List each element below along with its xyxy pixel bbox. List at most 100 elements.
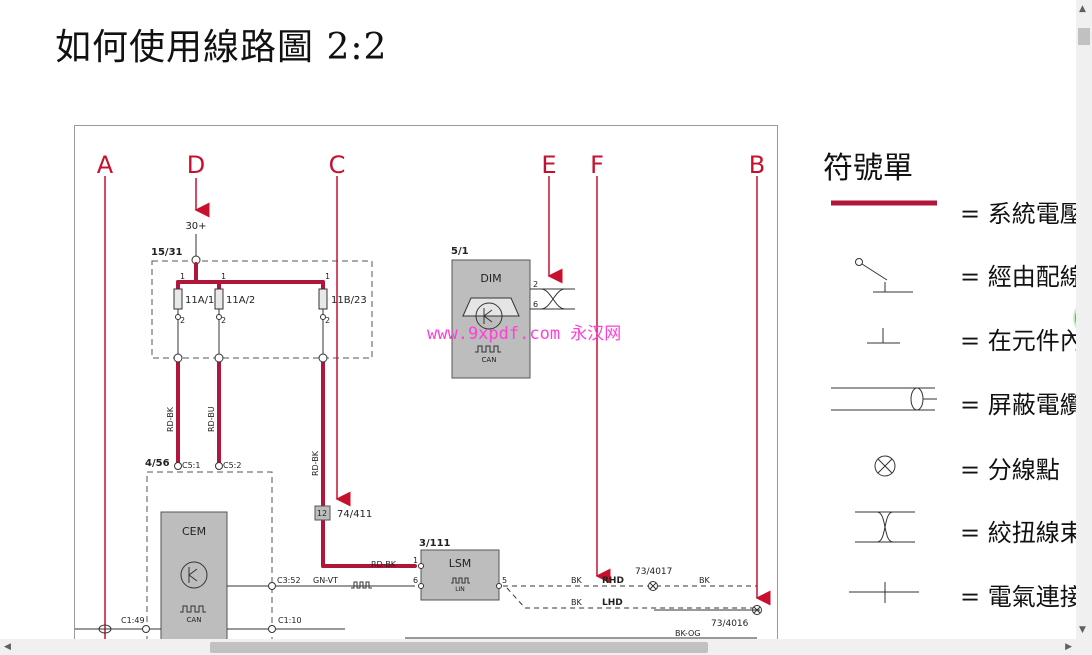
fuse-11a-2-label: 11A/2 bbox=[226, 295, 255, 306]
twisted-pair-icon bbox=[855, 511, 915, 543]
scroll-left-icon[interactable]: ◀ bbox=[4, 642, 11, 652]
cem-can-label: CAN bbox=[187, 616, 202, 624]
cem-enclosure-outline bbox=[146, 471, 273, 641]
wire-rd-bk-label: RD-BK bbox=[166, 406, 175, 432]
lsm-pin-1-label: 1 bbox=[413, 556, 418, 565]
legend-item-system-voltage: = 系統電壓 bbox=[960, 200, 1084, 228]
fuse-box-outline bbox=[151, 260, 373, 359]
horizontal-scroll-thumb[interactable] bbox=[210, 642, 708, 653]
scroll-up-icon[interactable]: ▲ bbox=[1079, 4, 1086, 14]
terminal-3 bbox=[318, 353, 328, 363]
wiring-diagram: A D C E F B 30+ 15/31 bbox=[74, 125, 778, 641]
wire-bk-lhd-label: BK bbox=[571, 598, 582, 607]
legend-item-twisted-pair: = 絞扭線束 bbox=[960, 519, 1084, 547]
rhd-label: RHD bbox=[602, 576, 624, 586]
terminal-c5-1 bbox=[174, 462, 182, 470]
wire-rd-bk-2-label: RD-BK bbox=[311, 450, 320, 476]
pin-c1-10-label: C1:10 bbox=[278, 616, 302, 625]
terminal-2 bbox=[214, 353, 224, 363]
connector-74-411-label: 74/411 bbox=[337, 509, 372, 520]
marker-a: A bbox=[97, 151, 114, 179]
pin-c5-2-label: C5:2 bbox=[223, 461, 241, 470]
lsm-label: LSM bbox=[449, 557, 472, 570]
marker-b: B bbox=[749, 151, 765, 179]
marker-c: C bbox=[329, 151, 346, 179]
terminal-c3-52 bbox=[268, 582, 276, 590]
marker-d: D bbox=[187, 151, 205, 179]
connector-74-411-pin: 12 bbox=[317, 509, 327, 518]
scroll-down-icon[interactable]: ▼ bbox=[1079, 625, 1086, 635]
legend-icons bbox=[831, 200, 937, 603]
dim-module bbox=[451, 259, 531, 379]
splice-point-icon bbox=[874, 455, 896, 477]
fuse-2-pin1: 1 bbox=[221, 272, 226, 281]
terminal-c1-49 bbox=[142, 625, 150, 633]
fuse-11b-23 bbox=[318, 288, 328, 310]
dim-label: DIM bbox=[480, 272, 501, 285]
cem-label: CEM bbox=[182, 525, 206, 538]
marker-e: E bbox=[541, 151, 556, 179]
dim-can-label: CAN bbox=[482, 356, 497, 364]
lsm-lin-signal-icon bbox=[451, 577, 470, 584]
electrical-connection-icon bbox=[849, 582, 919, 603]
vertical-scroll-thumb[interactable] bbox=[1078, 28, 1090, 45]
fuse-11a-1-label: 11A/1 bbox=[185, 295, 214, 306]
legend-item-in-component: = 在元件內 bbox=[960, 327, 1084, 355]
node-5-1-label: 5/1 bbox=[451, 246, 469, 257]
cem-module bbox=[160, 511, 228, 641]
terminal-c5-2 bbox=[215, 462, 223, 470]
node-15-31-label: 15/31 bbox=[151, 247, 183, 258]
shield-ellipse bbox=[98, 624, 112, 634]
lsm-lin-label: LIN bbox=[455, 586, 465, 593]
fuse-11b-23-label: 11B/23 bbox=[331, 295, 367, 306]
connector-74-411 bbox=[314, 505, 331, 521]
wire-gn-vt-label: GN-VT bbox=[313, 576, 338, 585]
splice-73-4016-label: 73/4016 bbox=[711, 619, 749, 629]
fuse-2-pin2: 2 bbox=[221, 316, 226, 325]
lhd-label: LHD bbox=[602, 598, 623, 608]
pin-c5-1-label: C5:1 bbox=[182, 461, 200, 470]
shielded-cable-icon bbox=[831, 387, 937, 411]
splice-cross-icon bbox=[649, 582, 760, 611]
dim-pin-2-label: 2 bbox=[533, 280, 538, 289]
fuse-2-pin bbox=[216, 314, 222, 320]
vertical-scrollbar[interactable]: ▲ ▼ bbox=[1076, 0, 1092, 639]
lhd-wire bbox=[506, 587, 757, 609]
fuse-1-pin bbox=[175, 314, 181, 320]
wire-bk-og-label: BK-OG bbox=[675, 629, 701, 638]
lsm-pin-1 bbox=[418, 563, 424, 569]
legend-item-shielded-cable: = 屏蔽電纜 bbox=[960, 391, 1084, 419]
terminal-c1-10 bbox=[268, 625, 276, 633]
wire-bk-end-label: BK bbox=[699, 576, 710, 585]
lin-signal-icon bbox=[351, 581, 372, 589]
dim-display-icon bbox=[462, 297, 520, 317]
splice-73-4017-label: 73/4017 bbox=[635, 567, 672, 577]
legend-item-splice: = 分線點 bbox=[960, 456, 1060, 484]
fuse-3-pin bbox=[320, 314, 326, 320]
scroll-right-icon[interactable]: ▶ bbox=[1065, 642, 1072, 652]
fuse-11a-2 bbox=[214, 288, 224, 310]
node-3-111-label: 3/111 bbox=[419, 538, 451, 549]
legend-item-switch: = 經由配線 bbox=[960, 263, 1084, 291]
watermark: www.9xpdf.com 永汉网 bbox=[427, 324, 622, 344]
cem-can-signal-icon bbox=[180, 605, 206, 613]
dim-can-signal-icon bbox=[475, 345, 501, 353]
dim-twisted-pair-icon bbox=[540, 288, 566, 310]
fuse-3-pin2: 2 bbox=[325, 316, 330, 325]
splice-b-cross-icon bbox=[753, 606, 761, 614]
cem-transistor-icon bbox=[180, 561, 208, 589]
dim-transistor-icon bbox=[475, 302, 503, 330]
cem-transistor-symbol-icon bbox=[188, 567, 198, 583]
wire-bk-rhd-label: BK bbox=[571, 576, 582, 585]
dim-pin-6-label: 6 bbox=[533, 300, 538, 309]
wire-rd-bk-lsm-label: RD-BK bbox=[371, 560, 397, 569]
fuse-1-pin1: 1 bbox=[180, 272, 185, 281]
component-ground-icon bbox=[867, 328, 900, 344]
horizontal-scrollbar[interactable]: ◀ ▶ bbox=[0, 639, 1092, 655]
switch-via-distribution-icon bbox=[855, 258, 913, 293]
page-title: 如何使用線路圖 2:2 bbox=[55, 27, 388, 68]
lsm-pin-6 bbox=[418, 583, 424, 589]
lsm-pin-5-label: 5 bbox=[502, 576, 507, 585]
legend-item-connection: = 電氣連接 bbox=[960, 583, 1084, 611]
node-4-56-label: 4/56 bbox=[145, 458, 170, 469]
